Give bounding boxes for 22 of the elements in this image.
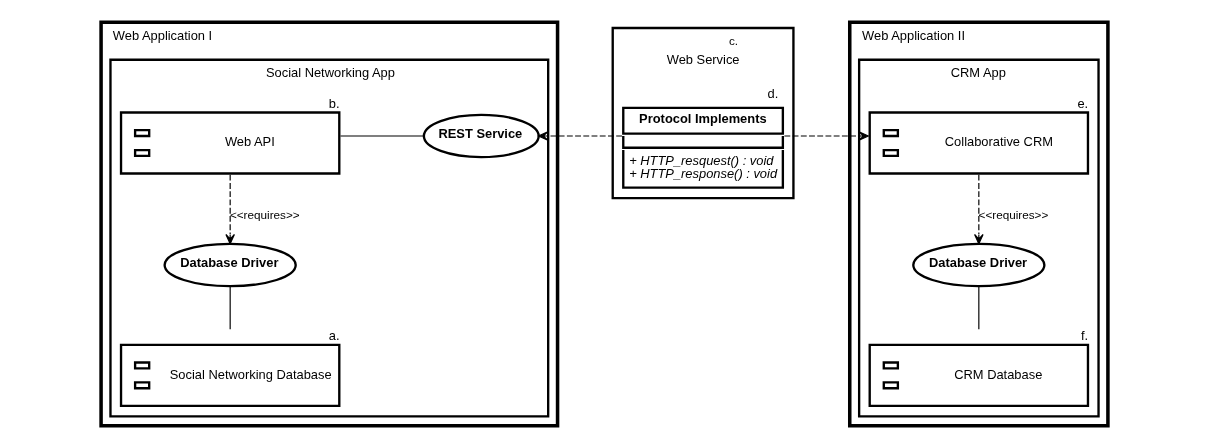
arrow [974,174,984,245]
node-box: Web API [119,111,341,175]
connector [978,286,980,330]
arrow [225,174,235,245]
node-label: b. [328,95,340,111]
node-label: a. [328,327,340,343]
connector [339,135,425,137]
node-box: Social Networking Database [119,343,341,408]
node-box: Collaborative CRM [868,111,1090,175]
arrow [783,131,869,141]
node-label: e. [1077,95,1089,111]
node-label: d. [767,86,779,102]
arrow [537,131,623,141]
node-box: CRM Database [868,343,1090,408]
edge-label: <<requires>> [978,208,1049,222]
edge-label: <<requires>> [229,208,300,222]
node-ellipse: Database Driver [912,242,1046,288]
node-ellipse: REST Service [422,113,540,159]
connector [229,286,231,330]
node-label: f. [1080,327,1089,343]
node-ellipse: Database Driver [163,242,297,288]
node-label: c. [728,34,739,48]
